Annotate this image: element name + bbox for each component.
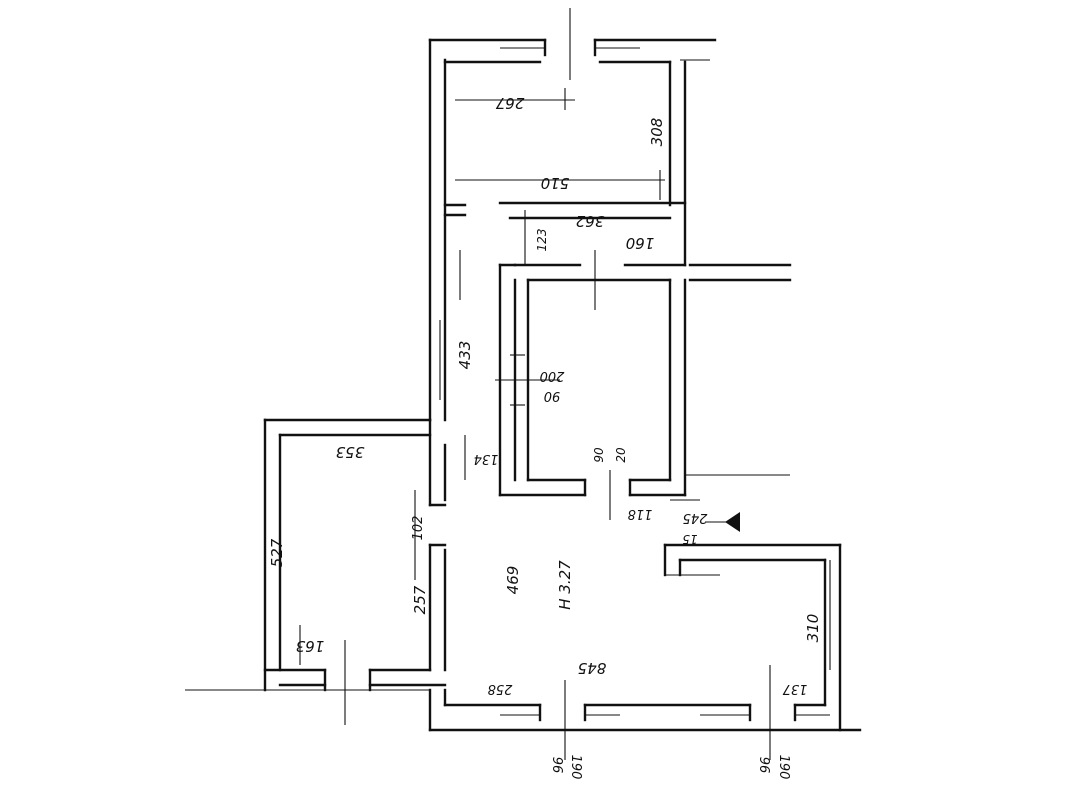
dim-527: 527 bbox=[268, 538, 286, 567]
dim-257: 257 bbox=[411, 585, 429, 614]
dim-20-door: 20 bbox=[614, 447, 628, 463]
dim-433: 433 bbox=[456, 341, 474, 370]
entry-arrow-icon bbox=[705, 512, 740, 532]
dim-190-right: 190 bbox=[776, 755, 791, 780]
dim-362: 362 bbox=[576, 212, 605, 230]
dim-102: 102 bbox=[411, 516, 426, 541]
dim-height: H 3.27 bbox=[556, 560, 574, 610]
central-core-walls bbox=[495, 263, 792, 497]
dimension-ticks bbox=[299, 88, 831, 670]
dim-308: 308 bbox=[648, 118, 666, 147]
dim-160: 160 bbox=[626, 234, 655, 252]
dim-134: 134 bbox=[474, 451, 499, 466]
dim-190-left: 190 bbox=[568, 755, 583, 780]
dim-96-left: 96 bbox=[549, 757, 564, 774]
dim-200: 200 bbox=[540, 368, 565, 383]
dim-90-core: 90 bbox=[544, 388, 561, 403]
dim-469: 469 bbox=[504, 566, 522, 595]
left-room-walls bbox=[185, 418, 447, 725]
dim-15: 15 bbox=[682, 532, 697, 546]
dim-118: 118 bbox=[628, 506, 653, 521]
dim-353: 353 bbox=[336, 443, 365, 461]
dim-258: 258 bbox=[488, 681, 513, 696]
dim-163: 163 bbox=[296, 637, 325, 655]
dim-96-right: 96 bbox=[756, 757, 771, 774]
dim-123: 123 bbox=[535, 229, 549, 252]
top-room-walls bbox=[428, 8, 717, 422]
main-hall-walls bbox=[428, 543, 862, 760]
dim-310: 310 bbox=[804, 614, 822, 643]
dim-267: 267 bbox=[495, 94, 524, 112]
dim-845: 845 bbox=[578, 659, 607, 677]
dim-137: 137 bbox=[782, 681, 808, 696]
dim-90-door: 90 bbox=[592, 447, 606, 463]
dim-510: 510 bbox=[541, 174, 570, 192]
dim-245: 245 bbox=[683, 510, 708, 525]
